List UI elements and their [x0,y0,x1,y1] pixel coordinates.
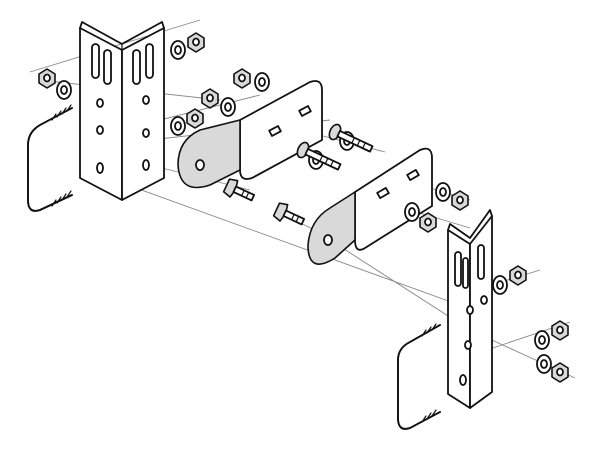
hex-nut-icon [233,68,251,89]
left-angle-bracket [79,21,165,201]
washer-icon [56,80,72,100]
washer-icon [534,330,550,350]
carriage-bolts [296,123,374,171]
washer-icon [536,354,552,374]
left-u-bolt [27,104,73,212]
hex-nuts [38,32,569,383]
washer-icon [254,72,270,92]
washer-icon [435,182,451,202]
hex-nut-icon [551,320,569,341]
right-u-bolt [397,323,441,430]
carriage-bolt-icon [328,123,374,153]
hex-nut-icon [187,32,205,53]
hex-nut-icon [186,108,204,129]
right-mounting-plate [307,147,433,265]
hex-nut-icon [419,212,437,233]
washer-icon [492,275,508,295]
right-angle-bracket [447,209,493,409]
hex-nut-icon [451,190,469,211]
hex-nut-icon [201,88,219,109]
u-bolt-threads [51,104,72,207]
washer-icon [404,202,420,222]
hex-bolts [222,178,306,226]
washer-icon [220,97,236,117]
hex-bolt-icon [222,178,256,202]
washer-icon [170,116,186,136]
hex-bolt-icon [272,202,306,226]
carriage-bolt-icon [296,141,342,171]
hex-nut-icon [38,68,56,89]
hex-nut-icon [509,265,527,286]
hex-nut-icon [551,362,569,383]
washer-icon [170,40,186,60]
left-mounting-plate [177,80,323,189]
